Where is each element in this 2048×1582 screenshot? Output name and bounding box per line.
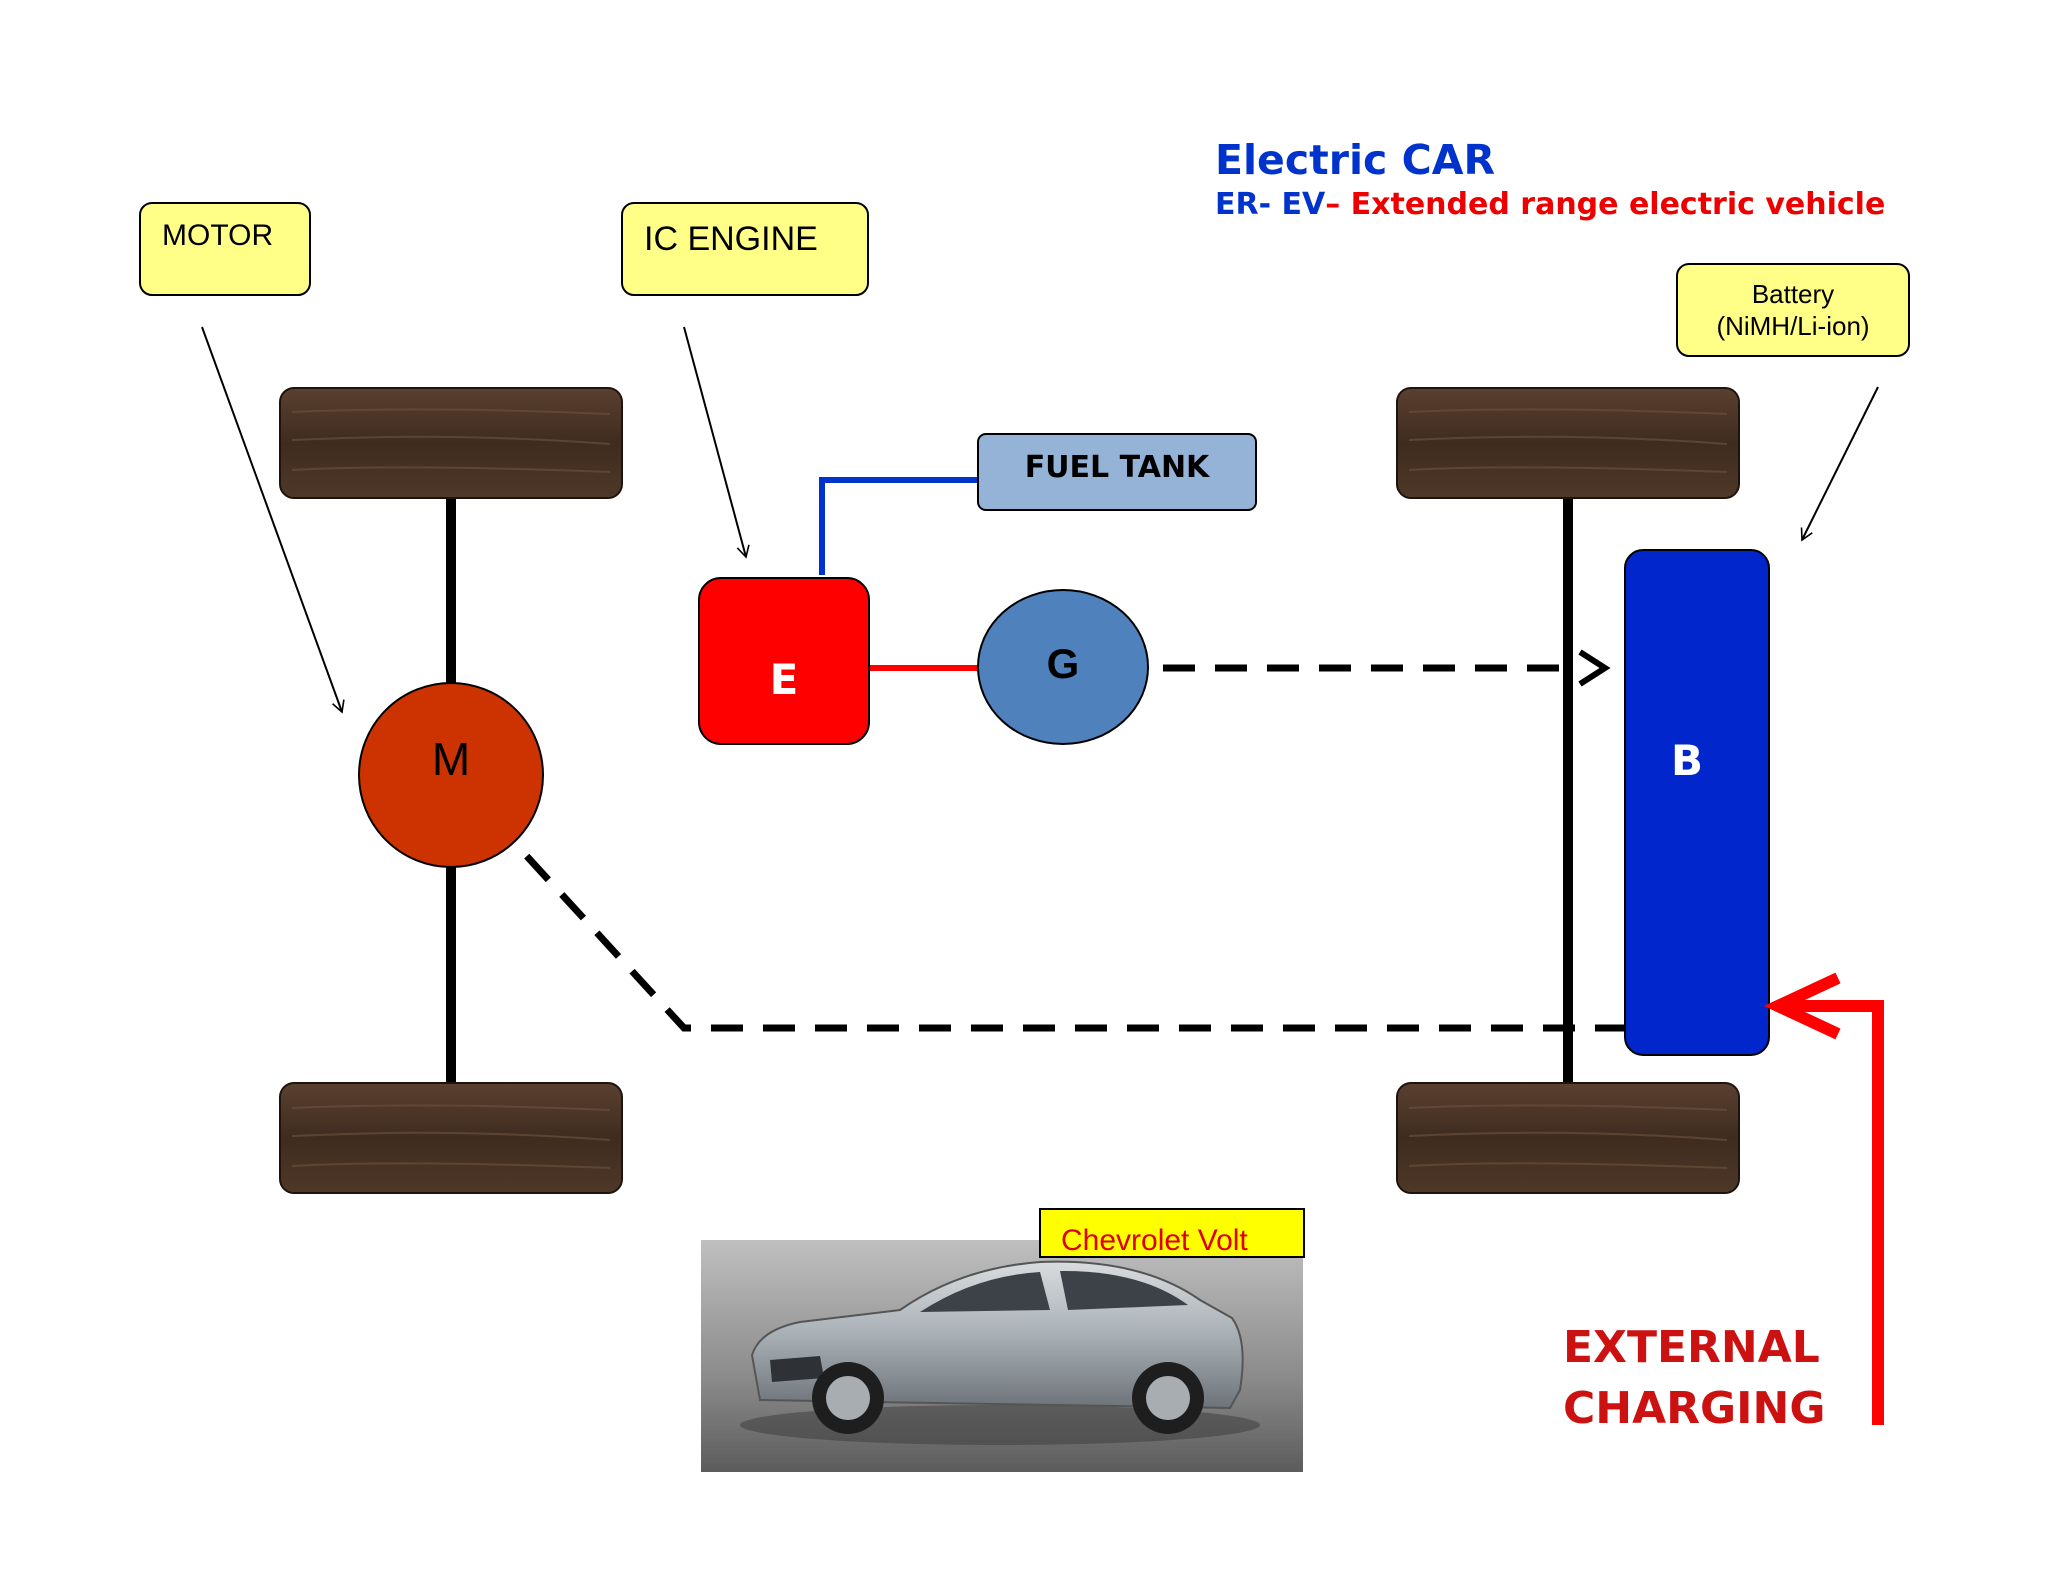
diagram-title: Electric CAR (1215, 136, 1495, 184)
ic-engine-callout-label: IC ENGINE (644, 220, 818, 258)
fuel-tank-label: FUEL TANK (1025, 450, 1211, 485)
ic-engine-block: E (698, 577, 870, 745)
wheel-rear-left (279, 1082, 623, 1194)
generator-to-battery-arrowhead (1578, 649, 1611, 687)
fuel-tank: FUEL TANK (977, 433, 1257, 511)
external-charging-arrow (1780, 1000, 1884, 1425)
motor-callout-label: MOTOR (162, 219, 273, 252)
battery-callout: Battery (NiMH/Li-ion) (1676, 263, 1910, 357)
generator: G (977, 589, 1149, 745)
ic-engine-pointer-arrow (683, 326, 750, 559)
battery-to-motor-flow (509, 837, 1627, 1032)
subtitle-suffix: – Extended range electric vehicle (1325, 187, 1885, 222)
external-charging-line1: EXTERNAL (1563, 1322, 1820, 1373)
generator-label: G (1047, 640, 1080, 687)
battery-callout-line2: (NiMH/Li-ion) (1716, 311, 1869, 341)
motor-callout: MOTOR (139, 202, 311, 296)
chevrolet-volt-label: Chevrolet Volt (1061, 1224, 1248, 1257)
external-charging-line2: CHARGING (1563, 1383, 1825, 1434)
wheel-front-right (1396, 387, 1740, 499)
diagram-subtitle: ER- EV– Extended range electric vehicle (1215, 187, 1885, 222)
external-charging-arrowhead (1763, 972, 1841, 1040)
battery-pointer-arrow (1800, 386, 1879, 542)
motor: M (358, 682, 544, 868)
engine-label: E (770, 655, 799, 704)
battery: B (1624, 549, 1770, 1056)
ic-engine-callout: IC ENGINE (621, 202, 869, 296)
battery-callout-line1: Battery (1752, 279, 1834, 309)
battery-label: B (1671, 736, 1703, 785)
fuel-line (819, 477, 978, 575)
chevrolet-volt-label-box: Chevrolet Volt (1039, 1208, 1305, 1258)
motor-label: M (432, 733, 470, 785)
wheel-rear-right (1396, 1082, 1740, 1194)
car-photo (701, 1240, 1303, 1472)
subtitle-prefix: ER- EV (1215, 187, 1326, 222)
motor-pointer-arrow (201, 326, 345, 714)
wheel-front-left (279, 387, 623, 499)
